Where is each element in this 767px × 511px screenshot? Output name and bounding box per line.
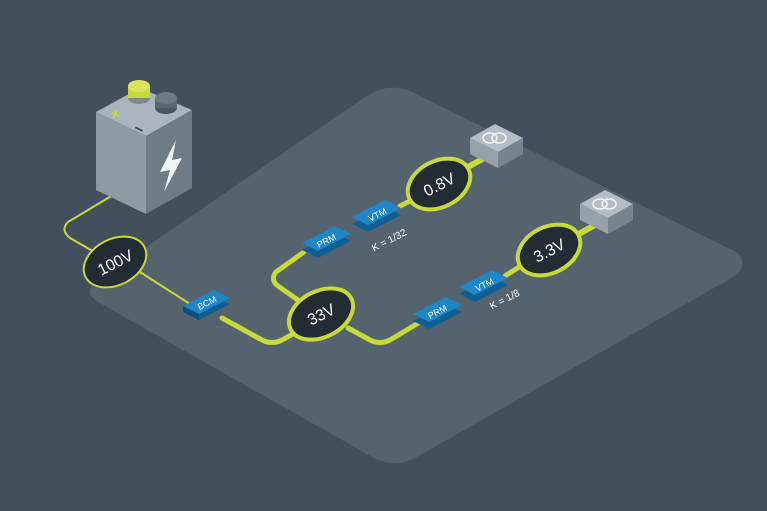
bus-to-lower-prm-wire	[345, 319, 423, 345]
source-to-bcm-wire	[139, 271, 191, 305]
lower-load-box	[580, 190, 633, 234]
bus-to-upper-prm-wire	[270, 249, 307, 303]
lower-output-voltage-node: 3.3V	[515, 222, 583, 278]
lightning-bolt-icon	[160, 140, 182, 192]
battery-icon: + −	[96, 80, 192, 214]
bus-voltage-node: 33V	[286, 286, 356, 342]
upper-output-voltage-node: 0.8V	[405, 156, 473, 212]
bcm-module: BCM	[183, 290, 230, 320]
lower-prm-module: PRM	[413, 297, 462, 329]
lower-vtm-module: VTM	[459, 270, 508, 302]
platform	[90, 87, 743, 464]
load-rings-icon	[482, 132, 507, 144]
source-voltage-node: 100V	[82, 235, 148, 289]
bcm-to-bus-wire	[219, 315, 303, 345]
load-rings-icon	[592, 198, 617, 210]
upper-vtm-module: VTM	[352, 200, 401, 232]
upper-prm-module: PRM	[302, 226, 351, 258]
battery-feed-wire	[63, 191, 119, 255]
upper-load-box	[470, 124, 523, 168]
